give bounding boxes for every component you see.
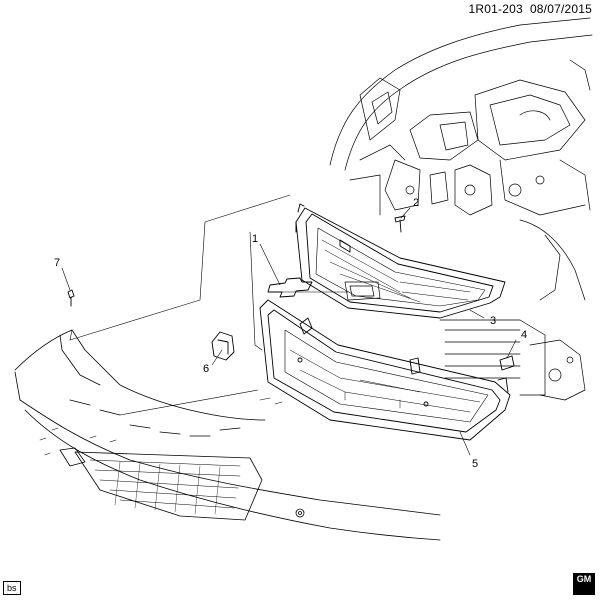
fastener-4 [499, 355, 515, 371]
fastener-7 [67, 289, 75, 307]
callout-4: 4 [521, 329, 527, 341]
callout-2: 2 [413, 197, 419, 209]
diagram-date: 08/07/2015 [529, 2, 592, 16]
fastener-2 [394, 215, 406, 233]
lower-grille [259, 299, 511, 441]
diagram-code: 1R01-203 [468, 2, 523, 16]
bumper-fascia [14, 329, 441, 541]
leader-lines [61, 207, 517, 456]
radiator-support [439, 319, 586, 401]
footer-tag: bs [3, 581, 21, 595]
callout-3: 3 [490, 315, 496, 327]
engine-compartment [329, 17, 593, 301]
emblem-bracket [344, 281, 381, 301]
callout-5: 5 [472, 458, 478, 470]
clip-6 [211, 331, 235, 361]
gm-logo: GM [573, 573, 595, 595]
emblem [267, 277, 313, 298]
diagram-header: 1R01-203 08/07/2015 [469, 2, 592, 16]
gm-logo-text: GM [576, 574, 592, 584]
upper-grille [295, 203, 506, 319]
callout-1: 1 [252, 233, 258, 245]
reference-outline [69, 194, 291, 416]
callout-6: 6 [203, 363, 209, 375]
callout-7: 7 [54, 257, 60, 269]
